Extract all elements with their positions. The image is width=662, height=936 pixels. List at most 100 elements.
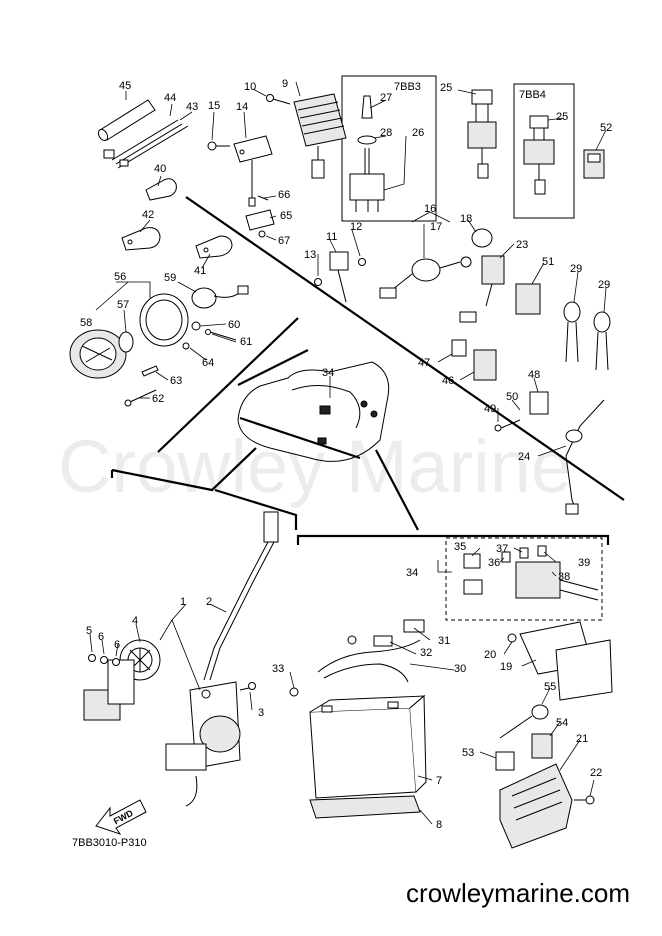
callout-33: 33	[272, 663, 284, 675]
part-15-bolt	[207, 141, 230, 151]
callout-14: 14	[236, 101, 248, 113]
callout-23: 23	[516, 239, 528, 251]
callout-6-a: 6	[98, 631, 104, 643]
callout-12: 12	[350, 221, 362, 233]
part-41-clamp	[195, 235, 233, 259]
callout-13: 13	[304, 249, 316, 261]
callout-22: 22	[590, 767, 602, 779]
callout-28: 28	[380, 127, 392, 139]
part-17-key-switch	[379, 256, 472, 299]
callout-16: 16	[424, 203, 436, 215]
part-19-20-bracket	[507, 621, 613, 701]
callout-10: 10	[244, 81, 256, 93]
callout-38: 38	[558, 571, 570, 583]
part-9-regulator	[293, 93, 347, 179]
part-10-bolt	[266, 94, 291, 105]
part-40-clamp	[145, 178, 177, 201]
callout-48: 48	[528, 369, 540, 381]
group-box-7bb3: 7BB3	[341, 75, 437, 222]
callout-54: 54	[556, 717, 568, 729]
callout-29-a: 29	[570, 263, 582, 275]
callout-50: 50	[506, 391, 518, 403]
callout-1: 1	[180, 596, 186, 608]
part-59-socket	[191, 285, 249, 309]
callout-59: 59	[164, 272, 176, 284]
callout-45: 45	[119, 80, 131, 92]
part-24-harness	[565, 399, 605, 515]
footer-url-text: crowleymarine.com	[406, 878, 630, 908]
callout-15: 15	[208, 100, 220, 112]
part-66-65-67-relay	[245, 195, 275, 238]
part-55-grommet	[499, 704, 549, 739]
callout-67: 67	[278, 235, 290, 247]
callout-11: 11	[326, 231, 337, 243]
callout-62: 62	[152, 393, 164, 405]
callout-36: 36	[488, 557, 500, 569]
group-label-7bb3: 7BB3	[394, 81, 421, 93]
callout-21: 21	[576, 733, 588, 745]
part-52-switch	[583, 149, 605, 179]
part-42-clamp	[121, 227, 161, 251]
callout-56: 56	[114, 271, 126, 283]
callout-57: 57	[117, 299, 129, 311]
callout-60: 60	[228, 319, 240, 331]
callout-27: 27	[380, 92, 392, 104]
part-23-switch	[459, 255, 505, 323]
part-26-28-27-switch	[349, 95, 385, 212]
callout-3: 3	[258, 707, 264, 719]
callout-66: 66	[278, 189, 290, 201]
part-25-switch-a	[467, 89, 497, 179]
callout-25-b: 25	[556, 111, 568, 123]
callout-32: 32	[420, 647, 432, 659]
callout-2: 2	[206, 596, 212, 608]
part-14-plate	[233, 135, 273, 207]
callout-35: 35	[454, 541, 466, 553]
callout-20: 20	[484, 649, 496, 661]
callout-34-a: 34	[322, 367, 334, 379]
part-54-cover	[531, 733, 553, 759]
part-29-sender-a	[563, 301, 581, 363]
group-box-7bb4: 7BB4	[513, 83, 575, 219]
callout-40: 40	[154, 163, 166, 175]
part-56-lens	[139, 293, 189, 347]
callout-53: 53	[462, 747, 474, 759]
callout-29-b: 29	[598, 279, 610, 291]
part-58-housing	[69, 329, 127, 379]
callout-58: 58	[80, 317, 92, 329]
fwd-arrow-icon: FWD	[95, 799, 147, 835]
callout-43: 43	[186, 101, 198, 113]
callout-7: 7	[436, 775, 442, 787]
callout-44: 44	[164, 92, 176, 104]
callout-labels: 45 44 43 40 42 41 56 59 57 58 60 61 64 6…	[80, 78, 612, 831]
watermark-text: Crowley Marine	[58, 425, 572, 508]
part-8-tray	[309, 795, 421, 819]
part-18-cap	[471, 228, 493, 248]
callout-31: 31	[438, 635, 450, 647]
part-45-tube	[97, 99, 156, 142]
group-box-fuse	[445, 537, 603, 621]
part-5-6-washers	[88, 654, 120, 666]
part-7-battery	[309, 694, 427, 799]
part-51-switch	[515, 283, 541, 315]
part-2-cable	[203, 511, 279, 681]
part-48-49-50-relay	[494, 391, 549, 432]
separator-lines	[110, 196, 625, 545]
callout-46: 46	[442, 375, 454, 387]
part-57-bulb	[118, 331, 134, 353]
callout-5: 5	[86, 625, 92, 637]
part-3-bolt	[239, 682, 256, 691]
callout-25-a: 25	[440, 82, 452, 94]
leader-lines	[89, 81, 607, 825]
part-motor-assembly	[165, 715, 241, 807]
callout-19: 19	[500, 661, 512, 673]
callout-24: 24	[518, 451, 530, 463]
callout-47: 47	[418, 357, 430, 369]
drawing-code: 7BB3010-P310	[72, 837, 147, 849]
callout-61: 61	[240, 336, 252, 348]
group-label-7bb4: 7BB4	[519, 89, 546, 101]
callout-18: 18	[460, 213, 472, 225]
callout-49: 49	[484, 403, 496, 415]
part-44-43-ties	[103, 119, 189, 169]
part-11-relay	[314, 251, 366, 303]
